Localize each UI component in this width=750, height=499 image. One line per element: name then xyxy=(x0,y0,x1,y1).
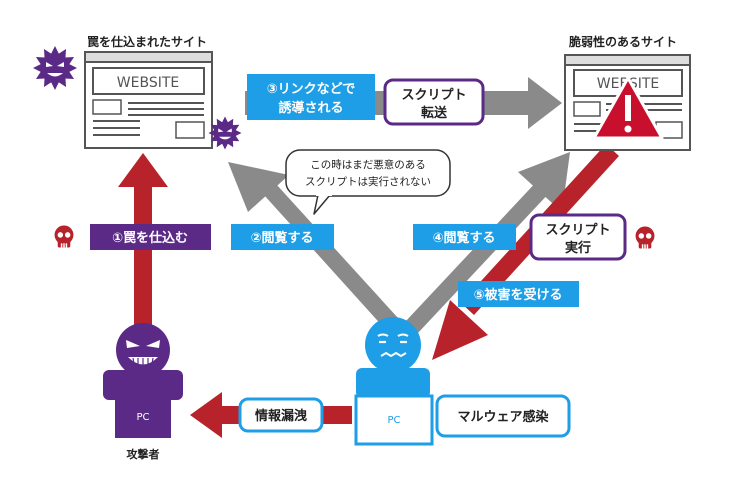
svg-text:マルウェア感染: マルウェア感染 xyxy=(457,409,549,425)
vuln-site-title: 脆弱性のあるサイト xyxy=(568,34,677,49)
svg-text:誘導される: 誘導される xyxy=(278,100,343,116)
svg-text:②閲覧する: ②閲覧する xyxy=(250,230,313,246)
step2-label: ②閲覧する xyxy=(231,224,334,250)
svg-text:転送: 転送 xyxy=(421,105,448,121)
svg-text:④閲覧する: ④閲覧する xyxy=(432,230,495,246)
svg-text:スクリプト: スクリプト xyxy=(401,88,466,103)
attacker: PC 攻撃者 xyxy=(103,323,183,461)
step1-label: ①罠を仕込む xyxy=(90,224,211,250)
trap-website-text: WEBSITE xyxy=(117,75,179,91)
svg-text:⑤被害を受ける: ⑤被害を受ける xyxy=(473,287,562,303)
info-leak-label: 情報漏洩 xyxy=(238,397,324,433)
victim-face-icon xyxy=(377,333,409,358)
svg-text:実行: 実行 xyxy=(565,240,591,256)
trap-site-title: 罠を仕込まれたサイト xyxy=(87,34,207,49)
virus-icon-small xyxy=(208,116,242,150)
bubble-line1: この時はまだ悪意のある xyxy=(310,158,426,171)
step4-label: ④閲覧する xyxy=(413,224,516,250)
malware-label: マルウェア感染 xyxy=(435,394,571,438)
svg-text:情報漏洩: 情報漏洩 xyxy=(255,408,307,424)
trap-website: WEBSITE xyxy=(84,51,213,149)
warning-icon xyxy=(592,76,664,140)
attacker-caption: 攻撃者 xyxy=(127,447,160,461)
speech-bubble: この時はまだ悪意のある スクリプトは実行されない xyxy=(285,149,451,215)
bubble-line2: スクリプトは実行されない xyxy=(305,175,431,188)
attacker-pc-label: PC xyxy=(136,412,149,423)
script-exec-label: スクリプト 実行 xyxy=(529,213,627,261)
skull-icon-left xyxy=(54,225,74,248)
victim-pc-label: PC xyxy=(387,415,400,426)
browse-vuln-arrow xyxy=(405,152,570,334)
victim: PC xyxy=(354,317,434,446)
script-transfer-label: スクリプト 転送 xyxy=(383,78,485,126)
svg-text:③リンクなどで: ③リンクなどで xyxy=(267,82,356,97)
svg-text:①罠を仕込む: ①罠を仕込む xyxy=(112,230,188,246)
step5-label: ⑤被害を受ける xyxy=(458,281,579,307)
plant-trap-arrow xyxy=(118,153,168,325)
skull-icon-right xyxy=(635,226,655,249)
svg-text:スクリプト: スクリプト xyxy=(545,223,610,238)
browse-trap-arrow xyxy=(228,162,398,330)
attacker-face-icon xyxy=(126,340,160,367)
step3-label: ③リンクなどで 誘導される xyxy=(247,74,375,120)
virus-icon-large xyxy=(33,46,77,90)
